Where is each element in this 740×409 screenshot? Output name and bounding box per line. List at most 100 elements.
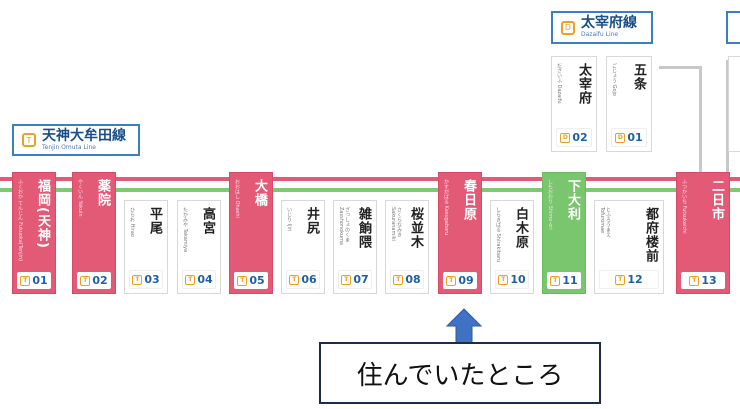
station-name: 下大利 <box>565 179 580 221</box>
station-number: 12 <box>627 273 643 286</box>
line-mark-icon: D <box>615 132 626 143</box>
tenjin-omuta-line-label: T 天神大牟田線 Tenjin Omuta Line <box>12 124 140 156</box>
up-arrow-icon <box>446 308 482 344</box>
station-reading: しらきばる Shirakibaru <box>495 207 501 263</box>
station-name: 二日市 <box>709 179 724 221</box>
line-mark-icon: T <box>615 274 626 285</box>
dazaifu-connector-vertical <box>699 66 702 176</box>
line-mark-icon: T <box>393 274 404 285</box>
station-reading: さくらなみき Sakuranamiki <box>390 207 402 242</box>
line-mark-icon: T <box>498 274 509 285</box>
station-reading: ざっしょのくま Zasshonokuma <box>338 207 350 246</box>
station-number: 02 <box>572 131 588 144</box>
line-mark-icon: T <box>80 275 91 286</box>
line-mark-icon: T <box>132 274 143 285</box>
line-mark-icon: D <box>560 132 571 143</box>
line-mark-icon: T <box>689 275 700 286</box>
line-mark-icon: T <box>446 275 457 286</box>
right-connector-vertical <box>726 60 729 176</box>
line-mark-icon: T <box>550 275 561 286</box>
line-name: 太宰府線 <box>581 15 637 31</box>
station-reading: ごじょう Gojo <box>611 63 617 96</box>
station-number: 11 <box>562 274 578 287</box>
station-reading: ふくおか てんじん Fukuoka(Tenjin) <box>17 179 23 262</box>
station-reading: だざいふ Dazaifu <box>556 63 562 104</box>
line-name-en: Tenjin Omuta Line <box>42 143 96 151</box>
line-mark-icon: T <box>289 274 300 285</box>
station-name: 井尻 <box>304 207 319 235</box>
station-reading: かすがばる Kasugabaru <box>443 179 449 236</box>
station-number: 03 <box>144 273 160 286</box>
station-number: 05 <box>249 274 265 287</box>
line-name: 天神大牟田線 <box>42 127 126 144</box>
station-name: 白木原 <box>513 207 528 249</box>
station-name: 太宰府 <box>576 63 591 105</box>
dazaifu-line-label: D 太宰府線 Dazaifu Line <box>551 11 653 44</box>
station-number: 13 <box>701 274 717 287</box>
station-number: 07 <box>353 273 369 286</box>
station-number: 06 <box>301 273 317 286</box>
station-reading: やくいん Yakuin <box>77 179 83 217</box>
station-number: 01 <box>32 274 48 287</box>
track-red <box>0 177 740 181</box>
station-number: 02 <box>92 274 108 287</box>
station-name: 福岡(天神) <box>35 179 50 249</box>
partial-station <box>728 56 740 152</box>
line-mark-icon: T <box>341 274 352 285</box>
callout-text: 住んでいたところ <box>356 360 564 391</box>
line-mark-icon: T <box>237 275 248 286</box>
station-number: 08 <box>405 273 421 286</box>
line-mark-icon: D <box>561 20 575 35</box>
dazaifu-connector-horizontal <box>659 66 701 69</box>
line-mark-icon: T <box>20 275 31 286</box>
station-name: 薬院 <box>95 179 110 207</box>
station-reading: ひらお Hirao <box>129 207 135 237</box>
station-number: 10 <box>510 273 526 286</box>
station-number: 01 <box>627 131 643 144</box>
line-name-en: Dazaifu Line <box>581 31 619 38</box>
station-number: 04 <box>197 273 213 286</box>
station-reading: しもおおり Shimo-ori <box>547 179 553 230</box>
callout-box: 住んでいたところ <box>319 342 601 404</box>
station-reading: おおはし Ohashi <box>234 179 240 218</box>
station-name: 高宮 <box>200 207 215 235</box>
station-name: 平尾 <box>147 207 162 235</box>
station-reading: たかみや Takamiya <box>182 207 188 253</box>
station-number: 09 <box>458 274 474 287</box>
station-name: 雑餉隈 <box>356 207 371 249</box>
line-mark-icon: T <box>185 274 196 285</box>
station-name: 桜並木 <box>408 207 423 249</box>
station-name: 都府楼前 <box>643 207 658 263</box>
station-name: 五条 <box>631 63 646 91</box>
station-name: 春日原 <box>461 179 476 221</box>
line-mark-icon: T <box>22 133 36 147</box>
station-reading: ふつかいち Futsukaichi <box>681 179 687 234</box>
